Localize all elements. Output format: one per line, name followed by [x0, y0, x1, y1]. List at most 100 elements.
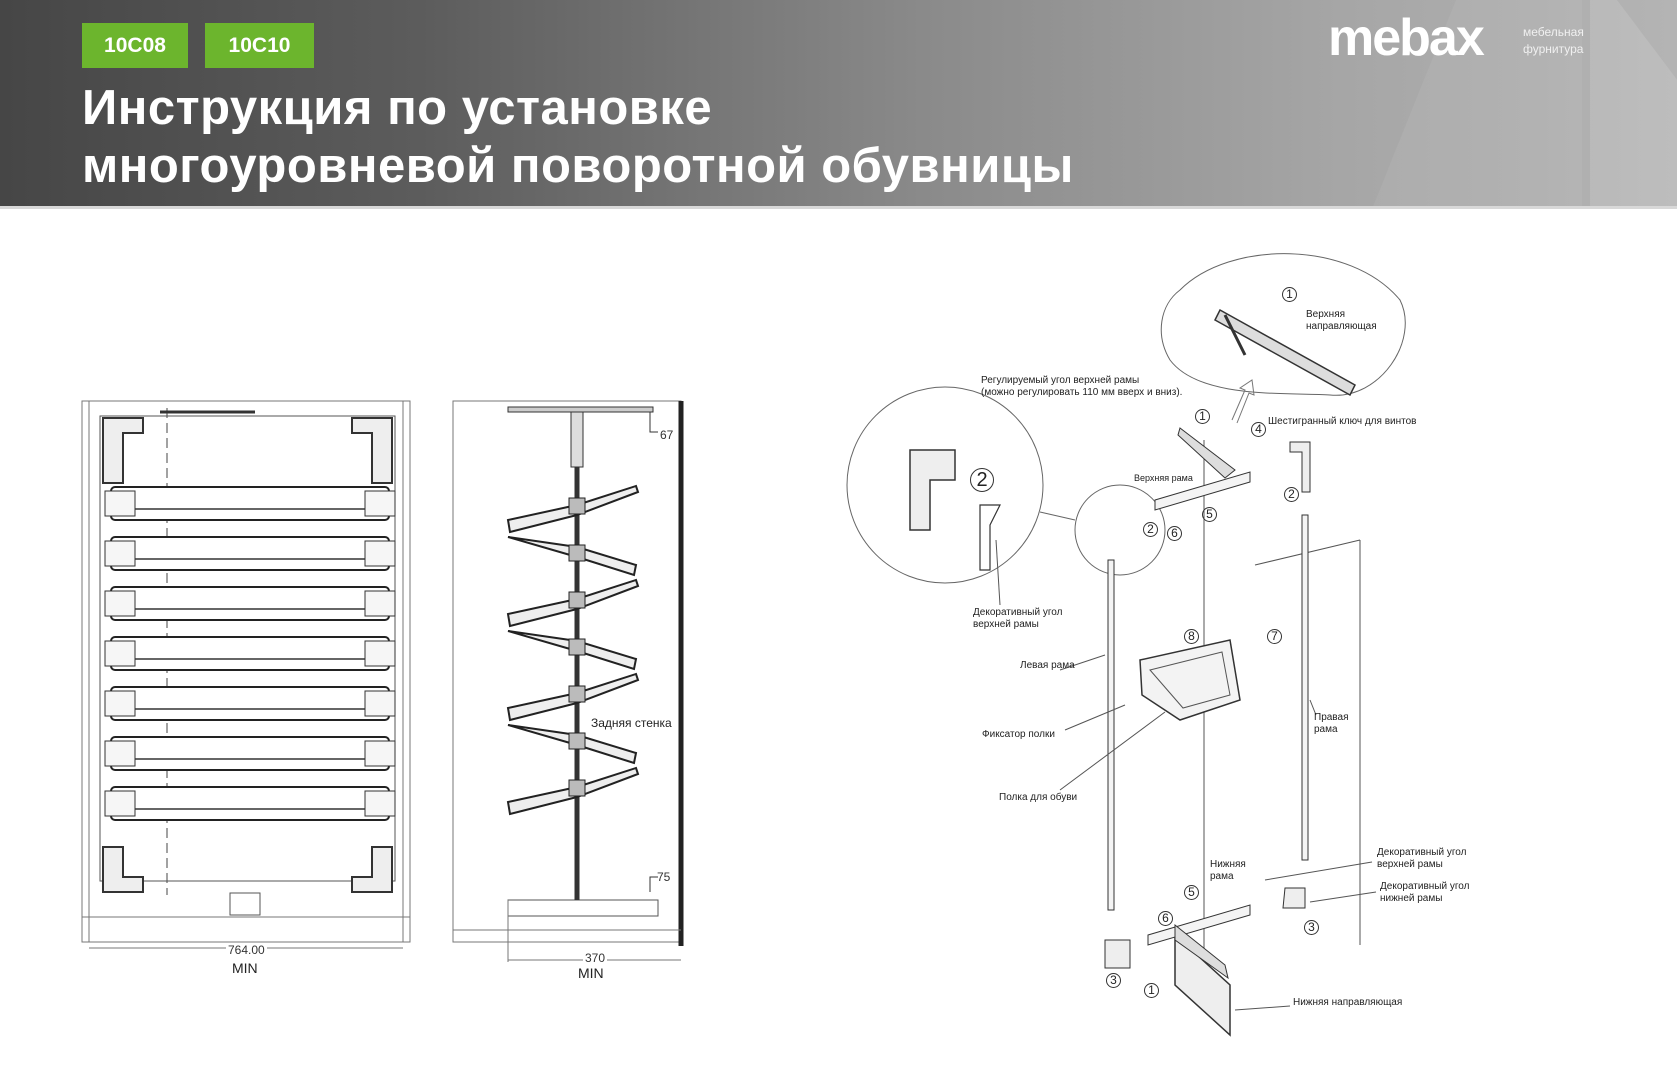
- corner-part-right: [1289, 441, 1311, 493]
- hex-key-label: Шестигранный ключ для винтов: [1268, 416, 1417, 427]
- shelf-hub: [568, 779, 586, 797]
- shelf-hub: [568, 544, 586, 562]
- corner-piece: [351, 417, 393, 484]
- left-frame-part: [1107, 559, 1115, 911]
- top-frame-part: [1154, 471, 1251, 511]
- top-gap-dimension: 67: [660, 428, 674, 442]
- part-number: 3: [1106, 973, 1121, 988]
- bottom-guide-part: [1174, 933, 1231, 1037]
- shelf-hub: [568, 685, 586, 703]
- cabinet-outline: [81, 400, 411, 943]
- front-shelf: [110, 586, 390, 621]
- shelf-end: [104, 540, 136, 567]
- shoe-shelf-part: [1139, 639, 1241, 721]
- part-number: 2: [1143, 522, 1158, 537]
- up-arrow-icon: [1231, 379, 1255, 424]
- part-number: 7: [1267, 629, 1282, 644]
- front-shelf: [110, 486, 390, 521]
- shelf-end: [104, 640, 136, 667]
- front-shelf: [110, 686, 390, 721]
- shelf-end: [364, 690, 396, 717]
- part-number: 4: [1251, 422, 1266, 437]
- front-shelf: [110, 786, 390, 821]
- shelf-end: [104, 590, 136, 617]
- back-wall-label: Задняя стенка: [591, 716, 672, 730]
- part-number: 1: [1144, 983, 1159, 998]
- shelf-end: [364, 740, 396, 767]
- part-number: 2: [970, 468, 994, 492]
- part-number: 1: [1282, 287, 1297, 302]
- part-number: 6: [1158, 911, 1173, 926]
- width-min-label: MIN: [232, 960, 258, 976]
- front-view-drawing: [81, 400, 411, 949]
- shelf-lock-label: Фиксатор полки: [982, 729, 1055, 740]
- corner-piece: [102, 417, 144, 484]
- side-view-drawing: [452, 400, 684, 962]
- width-dimension: 764.00: [226, 943, 267, 957]
- adjustable-corner-part: [909, 449, 956, 531]
- shelf-hub: [568, 638, 586, 656]
- part-number: 6: [1167, 526, 1182, 541]
- brand-logo: mebax: [1328, 9, 1485, 67]
- adjustable-corner-label: Регулируемый угол верхней рамы(можно рег…: [981, 375, 1183, 398]
- depth-min-label: MIN: [578, 965, 604, 981]
- top-frame-label: Верхняя рама: [1134, 473, 1193, 483]
- shelf-end: [104, 690, 136, 717]
- assembly-diagram: [846, 253, 1406, 1037]
- side-shelf: [507, 630, 638, 671]
- shelf-end: [364, 540, 396, 567]
- bottom-corner-part: [1104, 939, 1131, 969]
- shelf-end: [364, 790, 396, 817]
- right-frame-part: [1301, 514, 1309, 861]
- front-shelf: [110, 636, 390, 671]
- logo-subtitle: фурнитура: [1523, 42, 1584, 56]
- part-number: 8: [1184, 629, 1199, 644]
- detail-bubble-top-guide: [1160, 253, 1406, 396]
- left-frame-label: Левая рама: [1020, 660, 1075, 671]
- bottom-corner-part-right: [1282, 887, 1306, 909]
- shoe-shelf-label: Полка для обуви: [999, 792, 1078, 803]
- shelf-hub: [568, 497, 586, 515]
- shelf-hub: [568, 732, 586, 750]
- side-shelf: [507, 724, 638, 765]
- part-number: 2: [1284, 487, 1299, 502]
- bottom-bearing: [229, 892, 261, 916]
- model-badge-10c08: 10C08: [82, 23, 188, 68]
- bottom-frame-part: [1147, 904, 1251, 946]
- detail-circle-corner: [846, 386, 1044, 584]
- part-number: 1: [1195, 409, 1210, 424]
- header-banner: 10C08 10C10 Инструкция по установке мног…: [0, 0, 1677, 209]
- shelf-end: [104, 740, 136, 767]
- bottom-guide-label: Нижняя направляющая: [1293, 997, 1403, 1008]
- shelf-hub: [568, 591, 586, 609]
- shelf-end: [364, 590, 396, 617]
- logo-subtitle: мебельная: [1523, 25, 1584, 39]
- shelf-end: [364, 490, 396, 517]
- front-shelf: [110, 736, 390, 771]
- bottom-gap-dimension: 75: [657, 870, 671, 884]
- front-shelf: [110, 536, 390, 571]
- decorative-corner-part: [979, 504, 1001, 571]
- side-shelf: [507, 536, 638, 577]
- detail-circle-small: [1074, 484, 1166, 576]
- page-title-line1: Инструкция по установке: [82, 81, 713, 135]
- depth-dimension: 370: [583, 951, 608, 965]
- corner-piece: [102, 846, 144, 893]
- shelf-end: [104, 490, 136, 517]
- model-badge-10c10: 10C10: [205, 23, 314, 68]
- part-number: 3: [1304, 920, 1319, 935]
- part-number: 5: [1184, 885, 1199, 900]
- shelf-end: [364, 640, 396, 667]
- cabinet-side-outline: [452, 400, 682, 943]
- corner-piece: [351, 846, 393, 893]
- shelf-end: [104, 790, 136, 817]
- part-number: 5: [1202, 507, 1217, 522]
- top-guide-part: [1214, 308, 1356, 397]
